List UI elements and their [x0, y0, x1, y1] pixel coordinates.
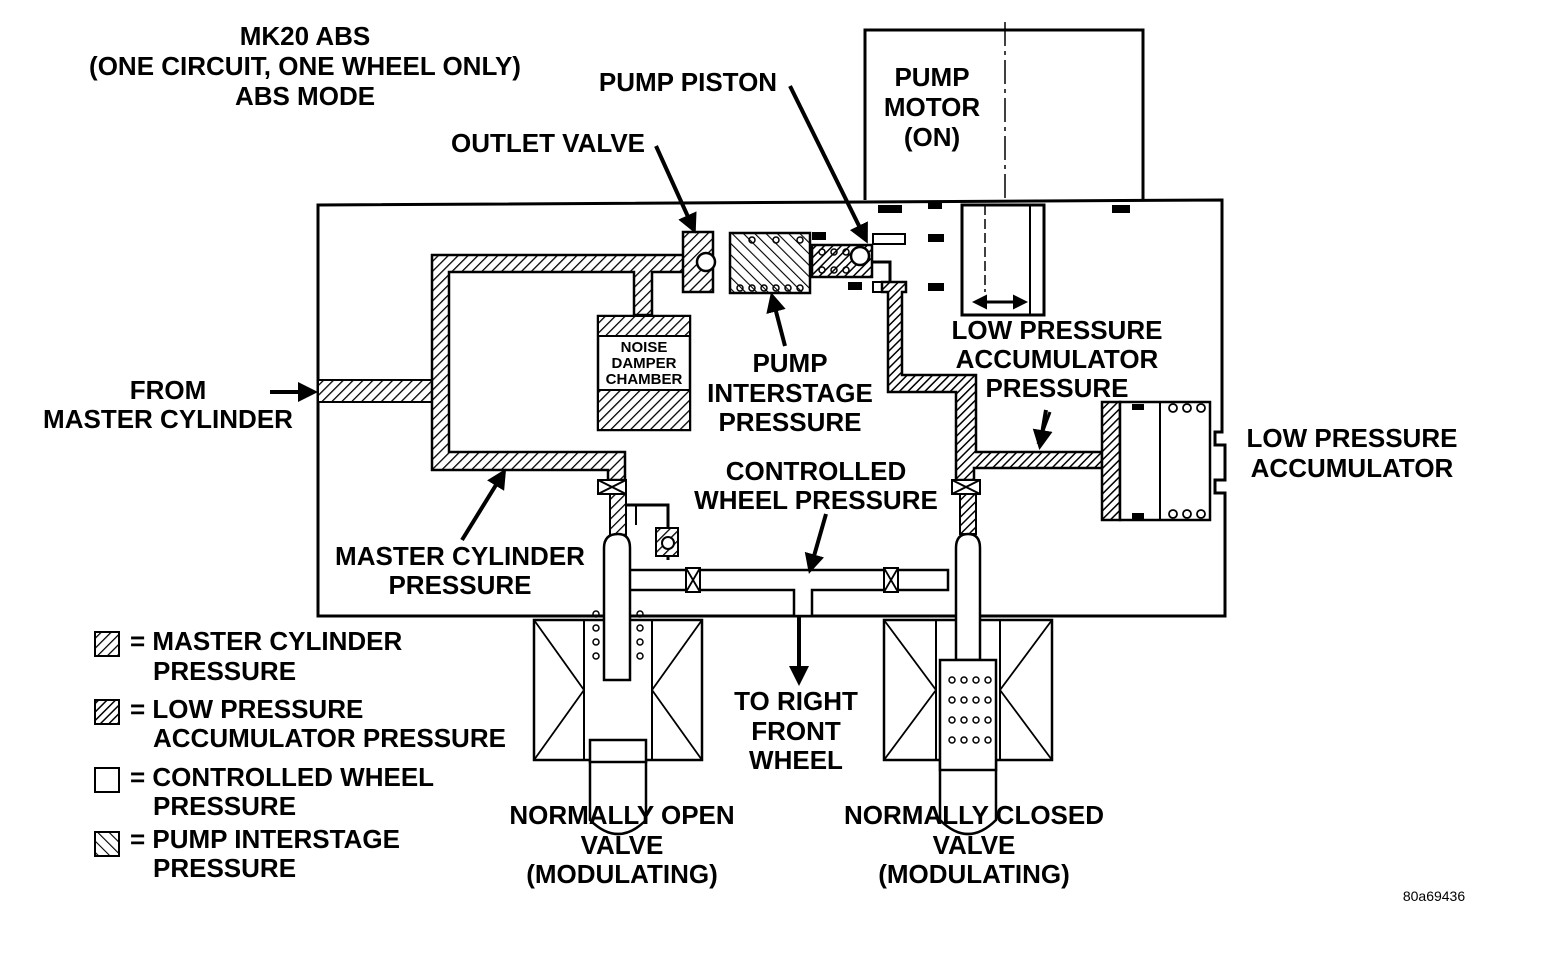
- legend-label-4a: = PUMP INTERSTAGE: [130, 824, 400, 854]
- legend-label-3b: PRESSURE: [153, 791, 296, 821]
- legend-label-4b: PRESSURE: [153, 853, 296, 883]
- to-wheel-label-2: FRONT: [751, 716, 841, 746]
- legend-swatch-pump-interstage: [94, 831, 120, 857]
- controlled-pressure-label-2: WHEEL PRESSURE: [694, 485, 938, 515]
- legend-item-low-pressure: = LOW PRESSURE ACCUMULATOR PRESSURE: [94, 694, 506, 753]
- legend-label-2a: = LOW PRESSURE: [130, 694, 363, 724]
- title-line-2: (ONE CIRCUIT, ONE WHEEL ONLY): [89, 51, 521, 81]
- mc-pressure-label-1: MASTER CYLINDER: [335, 541, 585, 571]
- legend-swatch-master-cylinder: [94, 631, 120, 657]
- pump-motor-label-2: MOTOR: [884, 92, 981, 122]
- legend: = MASTER CYLINDER PRESSURE = LOW PRESSUR…: [94, 626, 506, 883]
- pump-motor-label-3: (ON): [904, 122, 960, 152]
- figure-code: 80a69436: [1403, 888, 1466, 904]
- check-valve: [609, 493, 977, 560]
- outlet-valve-seat: [951, 479, 981, 495]
- diagram-title: MK20 ABS (ONE CIRCUIT, ONE WHEEL ONLY) A…: [89, 21, 521, 111]
- inlet-valve-seat: [597, 479, 627, 495]
- to-wheel-label-1: TO RIGHT: [734, 686, 858, 716]
- legend-label-2b: ACCUMULATOR PRESSURE: [153, 723, 506, 753]
- no-valve-label-3: (MODULATING): [526, 859, 718, 889]
- legend-label-3a: = CONTROLLED WHEEL: [130, 762, 434, 792]
- nc-valve-label-3: (MODULATING): [878, 859, 1070, 889]
- to-wheel-label-3: WHEEL: [749, 745, 843, 775]
- lpa-pressure-label-2: ACCUMULATOR: [956, 344, 1159, 374]
- nc-valve-label-1: NORMALLY CLOSED: [844, 800, 1104, 830]
- pump-interstage-label-2: INTERSTAGE: [707, 378, 873, 408]
- master-cylinder-pressure-circuit: [317, 230, 717, 482]
- legend-label-1a: = MASTER CYLINDER: [130, 626, 403, 656]
- from-mc-label-1: FROM: [130, 375, 207, 405]
- low-pressure-accumulator: [1118, 400, 1212, 522]
- pump-motor-label-1: PUMP: [894, 62, 969, 92]
- legend-label-1b: PRESSURE: [153, 656, 296, 686]
- legend-item-controlled-wheel: = CONTROLLED WHEEL PRESSURE: [94, 762, 434, 821]
- noise-damper-label-3: CHAMBER: [606, 371, 683, 388]
- pump-piston-label: PUMP PISTON: [599, 67, 777, 97]
- title-line-3: ABS MODE: [235, 81, 375, 111]
- lpa-label-2: ACCUMULATOR: [1251, 453, 1454, 483]
- lpa-pressure-label-3: PRESSURE: [985, 373, 1128, 403]
- noise-damper-label-1: NOISE: [621, 339, 668, 356]
- legend-swatch-low-pressure: [94, 699, 120, 725]
- pump-interstage-label-1: PUMP: [752, 348, 827, 378]
- noise-damper-label-2: DAMPER: [611, 355, 676, 372]
- legend-item-pump-interstage: = PUMP INTERSTAGE PRESSURE: [94, 824, 400, 883]
- outlet-valve-label: OUTLET VALVE: [451, 128, 645, 158]
- mc-pressure-label-2: PRESSURE: [388, 570, 531, 600]
- pump-motor-shaft: [878, 202, 1130, 317]
- leader-arrows: [270, 85, 1053, 686]
- low-pressure-accumulator-circuit: [880, 280, 1122, 522]
- lpa-label-1: LOW PRESSURE: [1247, 423, 1458, 453]
- from-mc-label-2: MASTER CYLINDER: [43, 404, 293, 434]
- noise-damper-chamber: NOISE DAMPER CHAMBER: [596, 314, 692, 432]
- controlled-wheel-pressure-passage: [626, 567, 950, 618]
- normally-closed-valve: [882, 532, 1054, 836]
- no-valve-label-2: VALVE: [581, 830, 664, 860]
- title-line-1: MK20 ABS: [240, 21, 371, 51]
- controlled-pressure-label-1: CONTROLLED: [726, 456, 907, 486]
- legend-swatch-controlled-wheel: [94, 767, 120, 793]
- lpa-pressure-label-1: LOW PRESSURE: [952, 315, 1163, 345]
- inlet-port: [317, 379, 434, 403]
- pump-interstage-label-3: PRESSURE: [718, 407, 861, 437]
- legend-item-master-cylinder: = MASTER CYLINDER PRESSURE: [94, 626, 403, 686]
- pump-interstage-chamber: [728, 231, 812, 295]
- pump-piston: [810, 232, 944, 293]
- nc-valve-label-2: VALVE: [933, 830, 1016, 860]
- no-valve-label-1: NORMALLY OPEN: [509, 800, 734, 830]
- normally-open-valve: [532, 532, 704, 836]
